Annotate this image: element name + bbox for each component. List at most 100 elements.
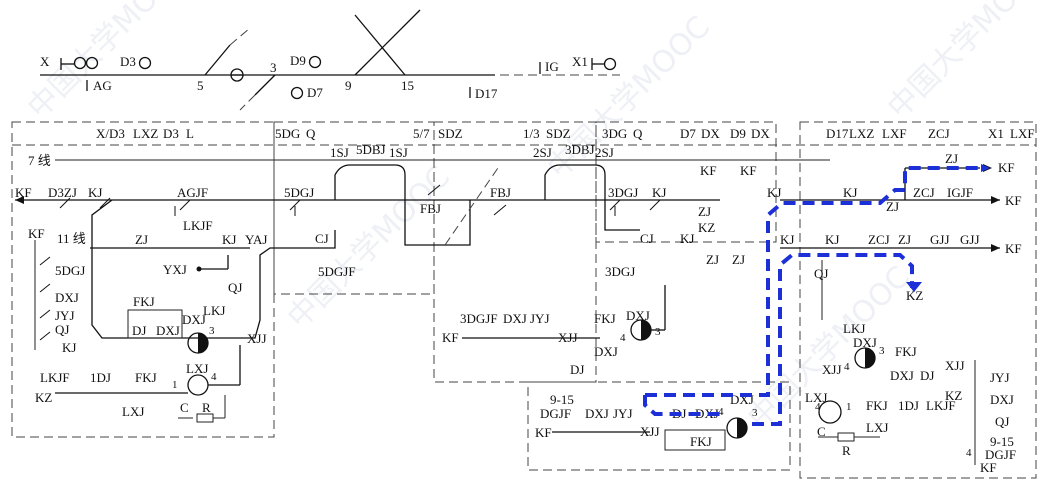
highlighted-route	[643, 164, 990, 426]
relay-KJ: KJ	[88, 185, 102, 200]
relay-KJ3-11: KJ	[780, 232, 794, 247]
right-LXJ: LXJ	[805, 390, 827, 405]
right-C: C	[817, 424, 826, 439]
bottom-header: 9-15	[550, 392, 574, 407]
left-JYJ: JYJ	[55, 308, 75, 323]
switch-5-label: 5	[197, 78, 204, 93]
hump-circuits: 1SJ 5DBJ 1SJ 2SJ 3DBJ 2SJ	[330, 142, 640, 246]
relay-FBJ: FBJ	[420, 201, 441, 216]
relay-KJ2: KJ	[652, 185, 666, 200]
signal-D9-label: D9	[290, 53, 306, 68]
mid-DXJ2: DXJ	[594, 344, 618, 359]
right-LXJ2: LXJ	[866, 420, 888, 435]
left-n3: 3	[209, 325, 215, 337]
signal-X-lamp	[85, 56, 99, 70]
relay-2SJ: 2SJ	[533, 145, 552, 160]
mid-n4: 4	[620, 332, 626, 344]
left-XJJ: XJJ	[247, 331, 267, 346]
relay-GJJ-11: GJJ	[930, 232, 950, 247]
mid-DXJ: DXJ	[503, 311, 527, 326]
right-FKJ2: FKJ	[866, 398, 888, 413]
bottom-n3: 3	[752, 407, 758, 419]
bottom-FKJ: FKJ	[690, 434, 712, 449]
right-R: R	[842, 443, 851, 458]
right-unit: LKJ DXJ 4 3 FKJ DXJ DJ XJJ XJJ JYJ KZ DX…	[805, 260, 1016, 475]
relay-LKJF: LKJF	[183, 218, 213, 233]
left-DXJ: DXJ	[156, 323, 180, 338]
bottom-XJJ: XJJ	[640, 424, 660, 439]
relay-3DGJ-11: 3DGJ	[605, 264, 635, 279]
kf-left-label: KF	[15, 185, 32, 200]
header-X-D3: X/D3	[96, 126, 125, 141]
header-D7: D7	[680, 126, 696, 141]
relay-CJ2-11: CJ	[640, 231, 654, 246]
mid-DXJ-label: DXJ	[626, 308, 650, 323]
right-JYJ: JYJ	[990, 370, 1010, 385]
mid-FKJ: FKJ	[594, 311, 616, 326]
right-XJJ: XJJ	[822, 362, 842, 377]
header-LXZ: LXZ	[133, 126, 158, 141]
right-KZ: KZ	[945, 388, 962, 403]
right-n3: 3	[879, 345, 885, 357]
mid-unit: KF 3DGJF DXJ JYJ XJJ FKJ DXJ 4 3 DXJ DJ	[442, 285, 666, 377]
right-DXJ: DXJ	[890, 368, 914, 383]
relay-ZCJ-top: ZCJ	[913, 185, 935, 200]
signal-D3-label: D3	[120, 54, 136, 69]
kf-right-1: KF	[1005, 193, 1022, 208]
right-DXJ-label: DXJ	[853, 335, 877, 350]
header-D17: D17	[826, 126, 849, 141]
relay-1SJ2: 1SJ	[389, 145, 408, 160]
right-XJJ2: XJJ	[945, 358, 965, 373]
relay-2SJ2: 2SJ	[595, 145, 614, 160]
mid-kf-label: KF	[442, 330, 459, 345]
header-D3: D3	[163, 126, 179, 141]
left-DJ: DJ	[132, 323, 146, 338]
header-SDZ2: SDZ	[546, 126, 571, 141]
left-n1: 1	[172, 379, 178, 391]
left-R: R	[202, 400, 211, 415]
header-5-7: 5/7	[413, 126, 430, 141]
relay-5DGJF-11: 5DGJF	[318, 264, 356, 279]
mid-XJJ: XJJ	[558, 330, 578, 345]
left-DXJ: DXJ	[55, 290, 79, 305]
signal-X1-label: X1	[572, 54, 588, 69]
svg-text:中国大学MOOC: 中国大学MOOC	[881, 0, 1046, 126]
right-lxj-relay	[818, 400, 842, 424]
header-1-3: 1/3	[523, 126, 540, 141]
relay-ZJ-11c: ZJ	[732, 252, 745, 267]
right-n4b: 4	[815, 401, 821, 413]
mid-n3: 3	[655, 326, 661, 338]
box-headers: X/D3 LXZ D3 L 5DG Q 5/7 SDZ 1/3 SDZ 3DG …	[96, 126, 1035, 141]
header-LXZ2: LXZ	[849, 126, 874, 141]
line-7: 7 线	[28, 153, 830, 168]
switch-3-label: 3	[270, 60, 277, 75]
right-n4c: 4	[966, 447, 972, 459]
relay-3DBJ: 3DBJ	[565, 142, 595, 157]
svg-text:中国大学MOOC: 中国大学MOOC	[541, 10, 717, 186]
left-QJ: QJ	[55, 322, 69, 337]
left-circuit: 5DGJ DXJ JYJ QJ KJ FKJ DJ DXJ DXJ 3 LKJ …	[34, 199, 336, 423]
left-1DJ: 1DJ	[90, 370, 111, 385]
section-AG-label: AG	[93, 78, 112, 93]
kf-vert-label: KF	[700, 163, 717, 178]
relay-ZJ: ZJ	[698, 204, 711, 219]
header-LXF2: LXF	[1010, 126, 1035, 141]
kf-right-2: KF	[1005, 241, 1022, 256]
right-LKJF: LKJF	[926, 398, 956, 413]
header-SDZ: SDZ	[438, 126, 463, 141]
yxj-label: YXJ	[163, 262, 187, 277]
header-Q: Q	[306, 126, 316, 141]
right-DXJ2: DXJ	[990, 392, 1014, 407]
bottom-kf: KF	[535, 425, 552, 440]
header-D9: D9	[730, 126, 746, 141]
relay-3DGJ: 3DGJ	[608, 185, 638, 200]
line-11: KF 11 线 ZJ KJ YAJ CJ 5DGJF CJ KJ ZJ ZJ K…	[28, 226, 1022, 303]
left-DXJ-relay-label: DXJ	[182, 312, 206, 327]
relay-GJJ2-11: GJJ	[960, 232, 980, 247]
header-ZCJ: ZCJ	[928, 126, 950, 141]
kf-bus-row: KF D3ZJ KJ AGJF LKJF 5DGJ FBJ FBJ 3DGJ K…	[15, 185, 857, 235]
relay-KZ: KZ	[698, 220, 715, 235]
relay-KJ2-11: KJ	[680, 231, 694, 246]
relay-FBJ2: FBJ	[490, 185, 511, 200]
mid-3DGJF: 3DGJF	[460, 311, 498, 326]
